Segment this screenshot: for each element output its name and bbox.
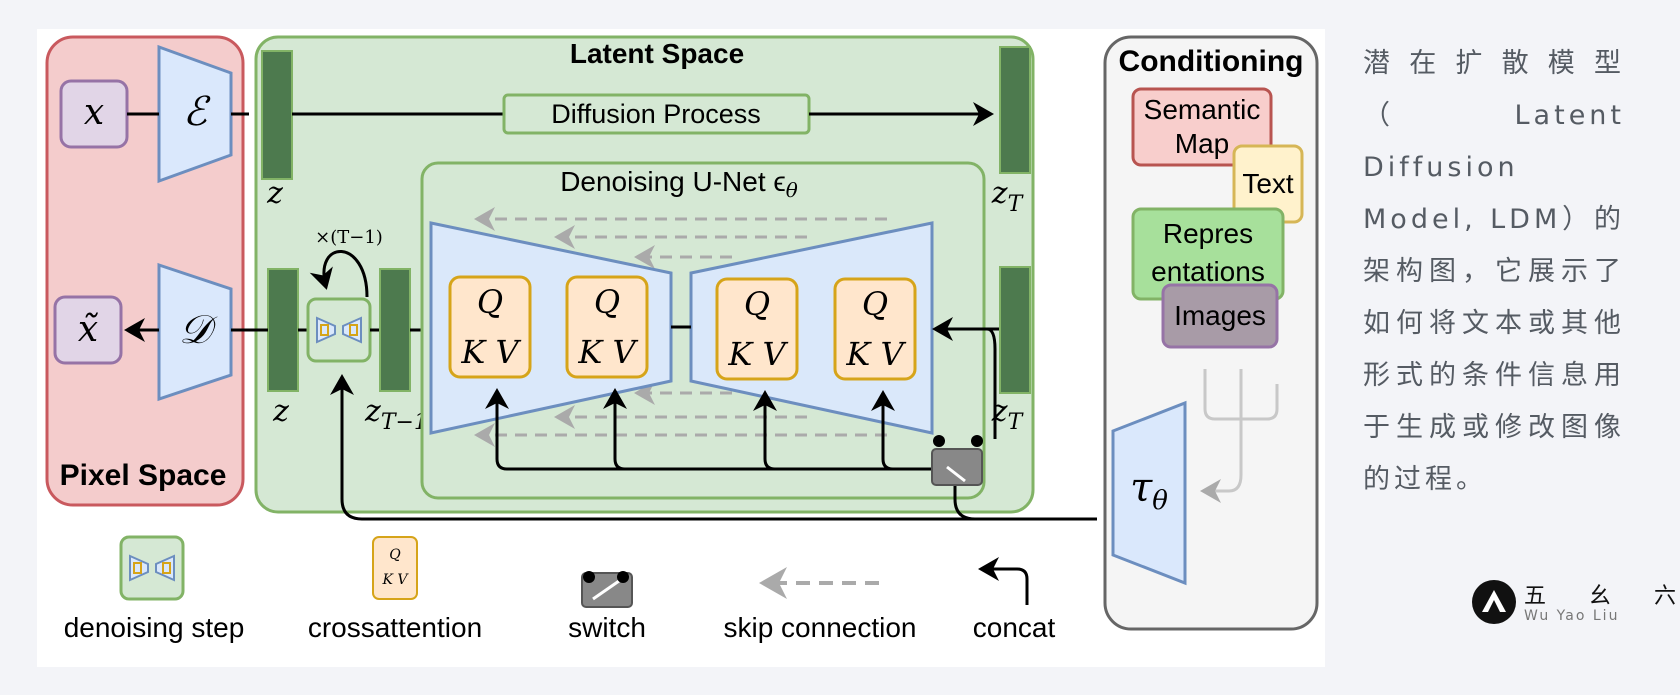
representations-line1: Repres bbox=[1163, 218, 1253, 249]
input-x-label: x bbox=[84, 92, 104, 133]
pixel-space-title: Pixel Space bbox=[60, 459, 227, 492]
z-bottom-label: z bbox=[272, 394, 289, 429]
ldm-diagram: Pixel Space x ℰ x̃ 𝒟 Latent Space z Diff… bbox=[37, 29, 1325, 667]
latent-zt1-bar bbox=[379, 268, 411, 392]
semantic-map-line1: Semantic bbox=[1144, 94, 1261, 125]
output-x-tilde-box bbox=[53, 295, 123, 365]
latent-zT-bar-top bbox=[999, 46, 1031, 174]
svg-text:Q: Q bbox=[389, 547, 401, 563]
svg-text:K V: K V bbox=[845, 335, 906, 373]
legend-crossattention-icon bbox=[372, 536, 418, 600]
brand-name: 五 幺 六 bbox=[1524, 584, 1680, 609]
svg-text:Q: Q bbox=[862, 285, 888, 323]
representations-line2: entations bbox=[1151, 256, 1265, 287]
conditioning-merge-lines bbox=[1200, 369, 1279, 503]
images-box bbox=[1161, 283, 1279, 349]
mountain-logo bbox=[1472, 580, 1516, 624]
latent-z-bar-top bbox=[261, 50, 293, 180]
legend-crossattention: crossattention bbox=[308, 612, 482, 643]
svg-text:K V: K V bbox=[460, 333, 521, 371]
zt1-label: zT−1 bbox=[364, 394, 428, 435]
zT-bottom-label: zT bbox=[991, 394, 1025, 435]
legend-denoising-step-icon bbox=[119, 535, 185, 601]
conditioning-title: Conditioning bbox=[1119, 45, 1304, 78]
unet-title: Denoising U-Net ϵθ bbox=[560, 166, 798, 202]
legend-denoising-step: denoising step bbox=[64, 612, 245, 643]
z-top-label: z bbox=[266, 176, 283, 211]
attention-block-3: Q K V bbox=[715, 277, 799, 381]
attention-block-1: Q K V bbox=[448, 275, 532, 379]
latent-zT-bar-bottom bbox=[999, 266, 1031, 394]
images-label: Images bbox=[1174, 300, 1266, 331]
svg-text:K V: K V bbox=[577, 333, 638, 371]
legend: denoising step Q K V crossattention swit… bbox=[64, 535, 1056, 643]
svg-text:Q: Q bbox=[477, 283, 503, 321]
text-label: Text bbox=[1242, 168, 1294, 199]
brand: 五 幺 六 Wu Yao Liu bbox=[1472, 578, 1676, 628]
svg-text:Q: Q bbox=[744, 285, 770, 323]
tau-trapezoid bbox=[1111, 400, 1187, 586]
attention-block-2: Q K V bbox=[565, 275, 649, 379]
legend-concat-icon bbox=[978, 557, 1029, 605]
svg-text:K V: K V bbox=[381, 572, 409, 588]
conditioning-arrows bbox=[330, 317, 1097, 521]
decoder-trapezoid bbox=[157, 262, 233, 402]
output-x-tilde-label: x̃ bbox=[78, 309, 98, 350]
repeat-label: ×(T−1) bbox=[315, 227, 383, 248]
legend-skip-connection: skip connection bbox=[723, 612, 916, 643]
attention-block-4: Q K V bbox=[833, 277, 917, 381]
legend-switch: switch bbox=[568, 612, 646, 643]
switch-icon bbox=[931, 435, 983, 486]
brand-subtitle: Wu Yao Liu bbox=[1524, 608, 1620, 624]
diffusion-process-label: Diffusion Process bbox=[551, 99, 761, 129]
semantic-map-box bbox=[1131, 87, 1273, 167]
encoder-label: ℰ bbox=[183, 89, 211, 135]
svg-text:Q: Q bbox=[594, 283, 620, 321]
tau-label: τθ bbox=[1130, 465, 1168, 516]
svg-text:K V: K V bbox=[727, 335, 788, 373]
legend-concat: concat bbox=[973, 612, 1056, 643]
latent-space-title: Latent Space bbox=[570, 38, 744, 69]
encoder-trapezoid bbox=[157, 44, 233, 184]
zT-top-label: zT bbox=[991, 176, 1025, 217]
latent-z-bar-bottom bbox=[267, 268, 299, 392]
semantic-map-line2: Map bbox=[1175, 128, 1229, 159]
description-text: 潜在扩散模型（Latent Diffusion Model, LDM）的架构图，… bbox=[1363, 48, 1625, 495]
